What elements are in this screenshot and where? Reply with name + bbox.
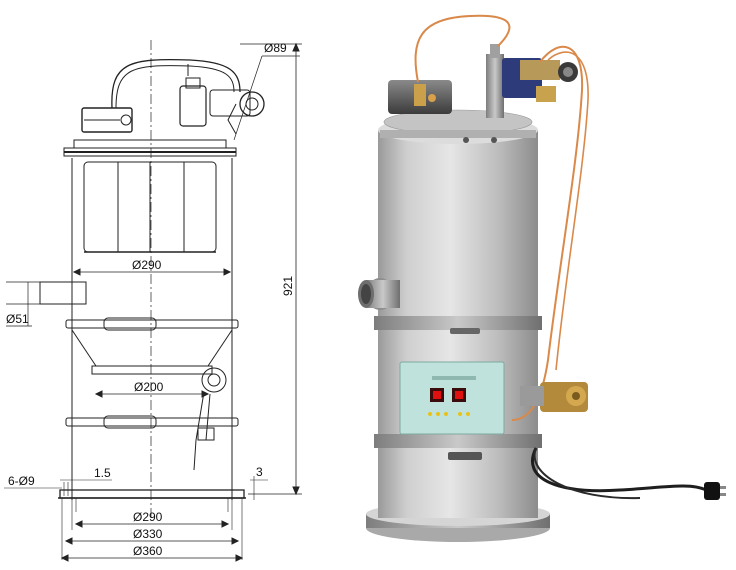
power-cable [531, 447, 707, 493]
cone-outlet [91, 365, 213, 375]
air-hose [111, 58, 241, 109]
technical-drawing [4, 40, 302, 562]
lid-motor [81, 107, 133, 133]
dim-gap: 3 [256, 465, 263, 479]
dim-base-inner: Ø290 [133, 510, 163, 524]
dim-upper-body: Ø290 [132, 258, 162, 272]
clamp-ring-upper [65, 319, 239, 329]
render-ring-lower [374, 434, 542, 448]
inlet-pipe [39, 281, 87, 305]
dim-height: 921 [281, 276, 295, 296]
dim-bolt-holes: 6-Ø9 [8, 474, 35, 488]
base-plate [59, 489, 245, 499]
clamp-ring-lower [65, 417, 239, 427]
copper-tube [414, 14, 511, 83]
dim-base-mid: Ø330 [133, 527, 163, 541]
dim-plate-thickness: 1.5 [94, 466, 111, 480]
power-plug [704, 482, 720, 500]
discharge-valve [201, 367, 227, 393]
render-ring-upper [374, 316, 542, 330]
dim-inlet: Ø51 [6, 312, 29, 326]
product-render [358, 14, 726, 542]
dim-base-outer: Ø360 [133, 544, 163, 558]
panel-button [428, 412, 432, 416]
dim-top-pipe: Ø89 [264, 41, 287, 55]
dim-cone-outlet: Ø200 [134, 380, 164, 394]
valve-block [179, 85, 207, 127]
